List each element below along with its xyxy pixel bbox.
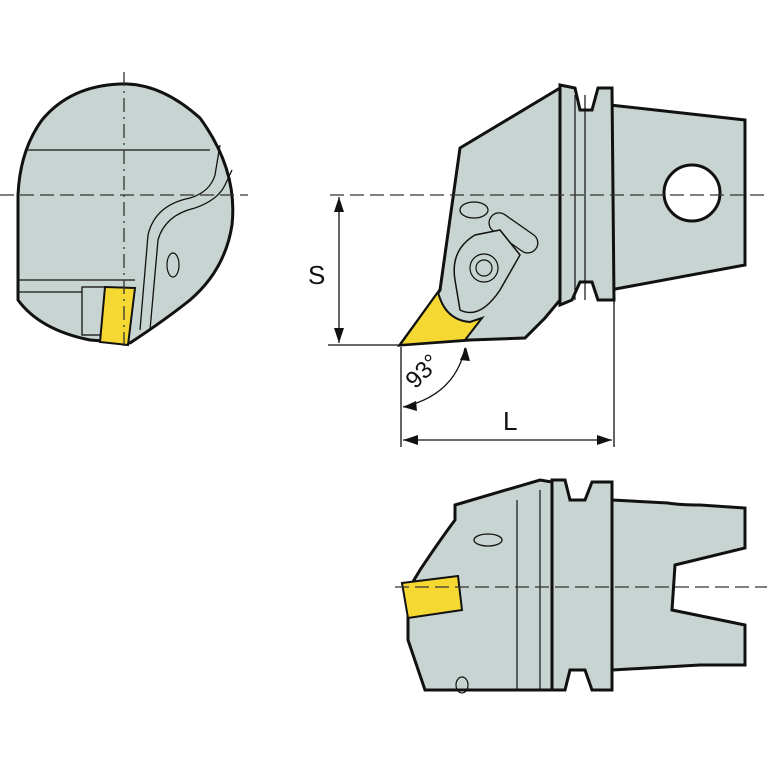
- dimension-l-label: L: [503, 406, 518, 436]
- side-view: [395, 478, 767, 694]
- top-view: [328, 83, 767, 447]
- end-view: [0, 72, 248, 350]
- dimension-s-label: S: [308, 260, 326, 290]
